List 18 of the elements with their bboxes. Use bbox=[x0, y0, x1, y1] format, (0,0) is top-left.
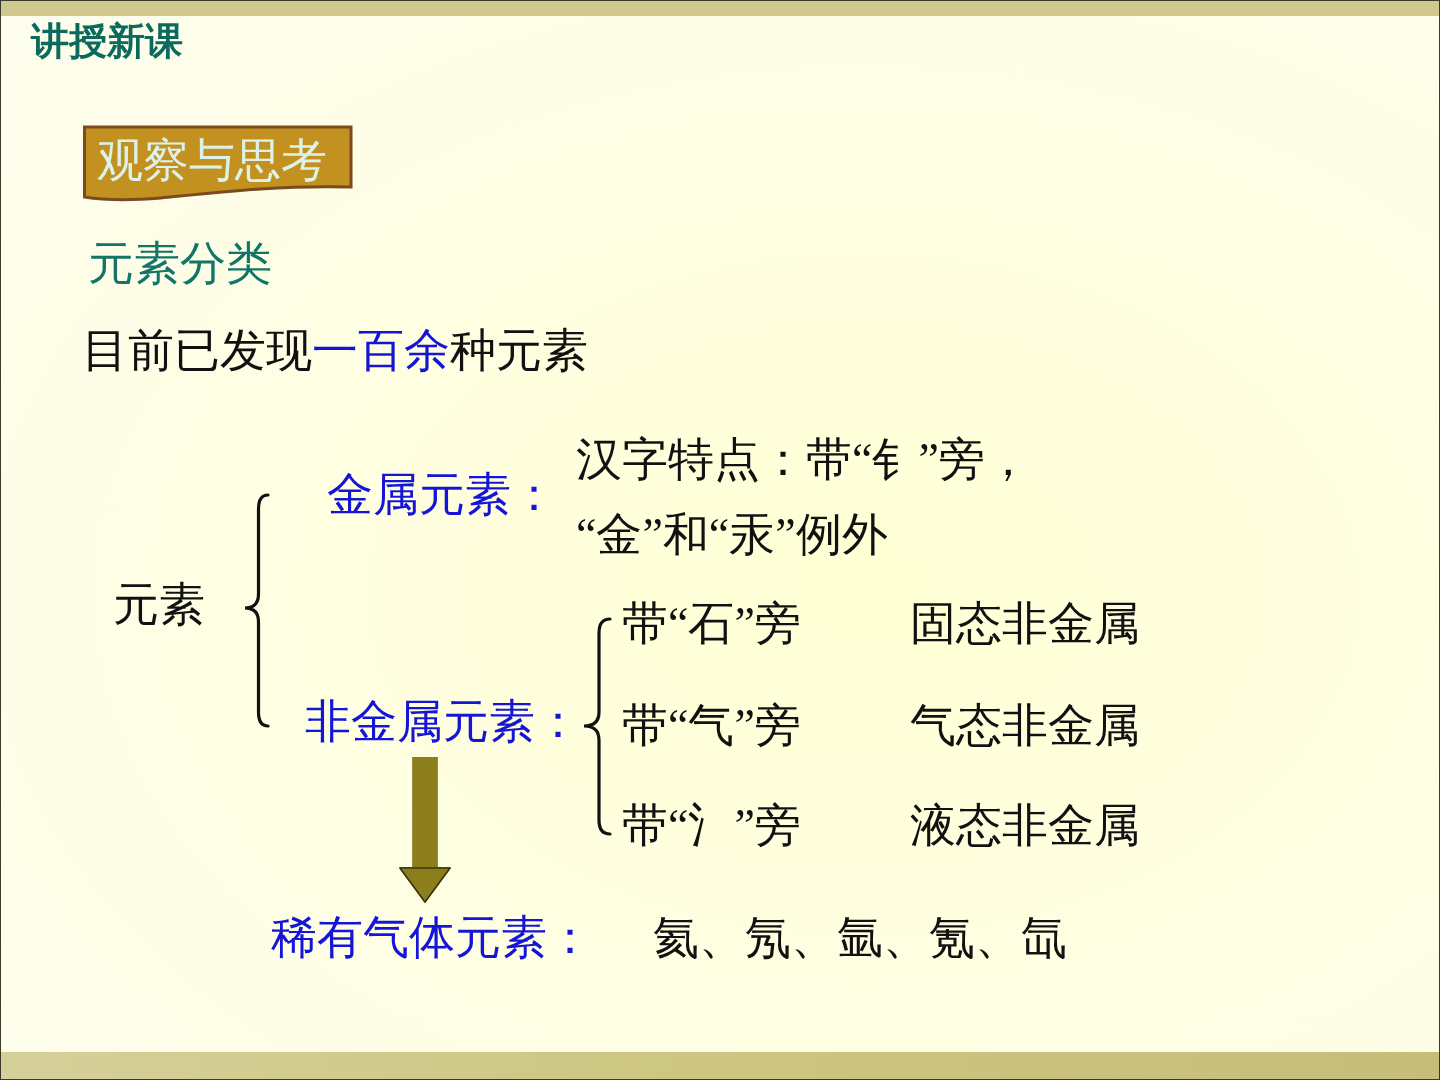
subtitle: 元素分类 bbox=[88, 236, 272, 291]
radical-rule: 带“氵”旁 bbox=[622, 799, 801, 853]
note-text: 汉字特点：带“钅”旁，“金”和“汞”例外 bbox=[576, 433, 1032, 562]
state-label: 固态非金属 bbox=[910, 597, 1140, 651]
state-label: 气态非金属 bbox=[910, 699, 1140, 753]
intro-sentence: 目前已发现一百余种元素 bbox=[82, 324, 588, 378]
category-label: 稀有气体元素： bbox=[268, 902, 596, 973]
root-label: 元素 bbox=[113, 578, 205, 632]
page-title: 讲授新课 bbox=[31, 18, 183, 64]
banner-title: 观察与思考 bbox=[97, 133, 327, 188]
element-list: 氦、氖、氩、氪、氙 bbox=[653, 910, 1067, 965]
block-arrow bbox=[399, 757, 451, 903]
radical-rule: 带“气”旁 bbox=[622, 699, 801, 753]
category-label: 非金属元素： bbox=[302, 686, 584, 757]
banner bbox=[83, 124, 353, 204]
radical-rule: 带“石”旁 bbox=[622, 597, 801, 651]
state-label: 液态非金属 bbox=[910, 799, 1140, 853]
category-label: 金属元素： bbox=[327, 468, 557, 522]
